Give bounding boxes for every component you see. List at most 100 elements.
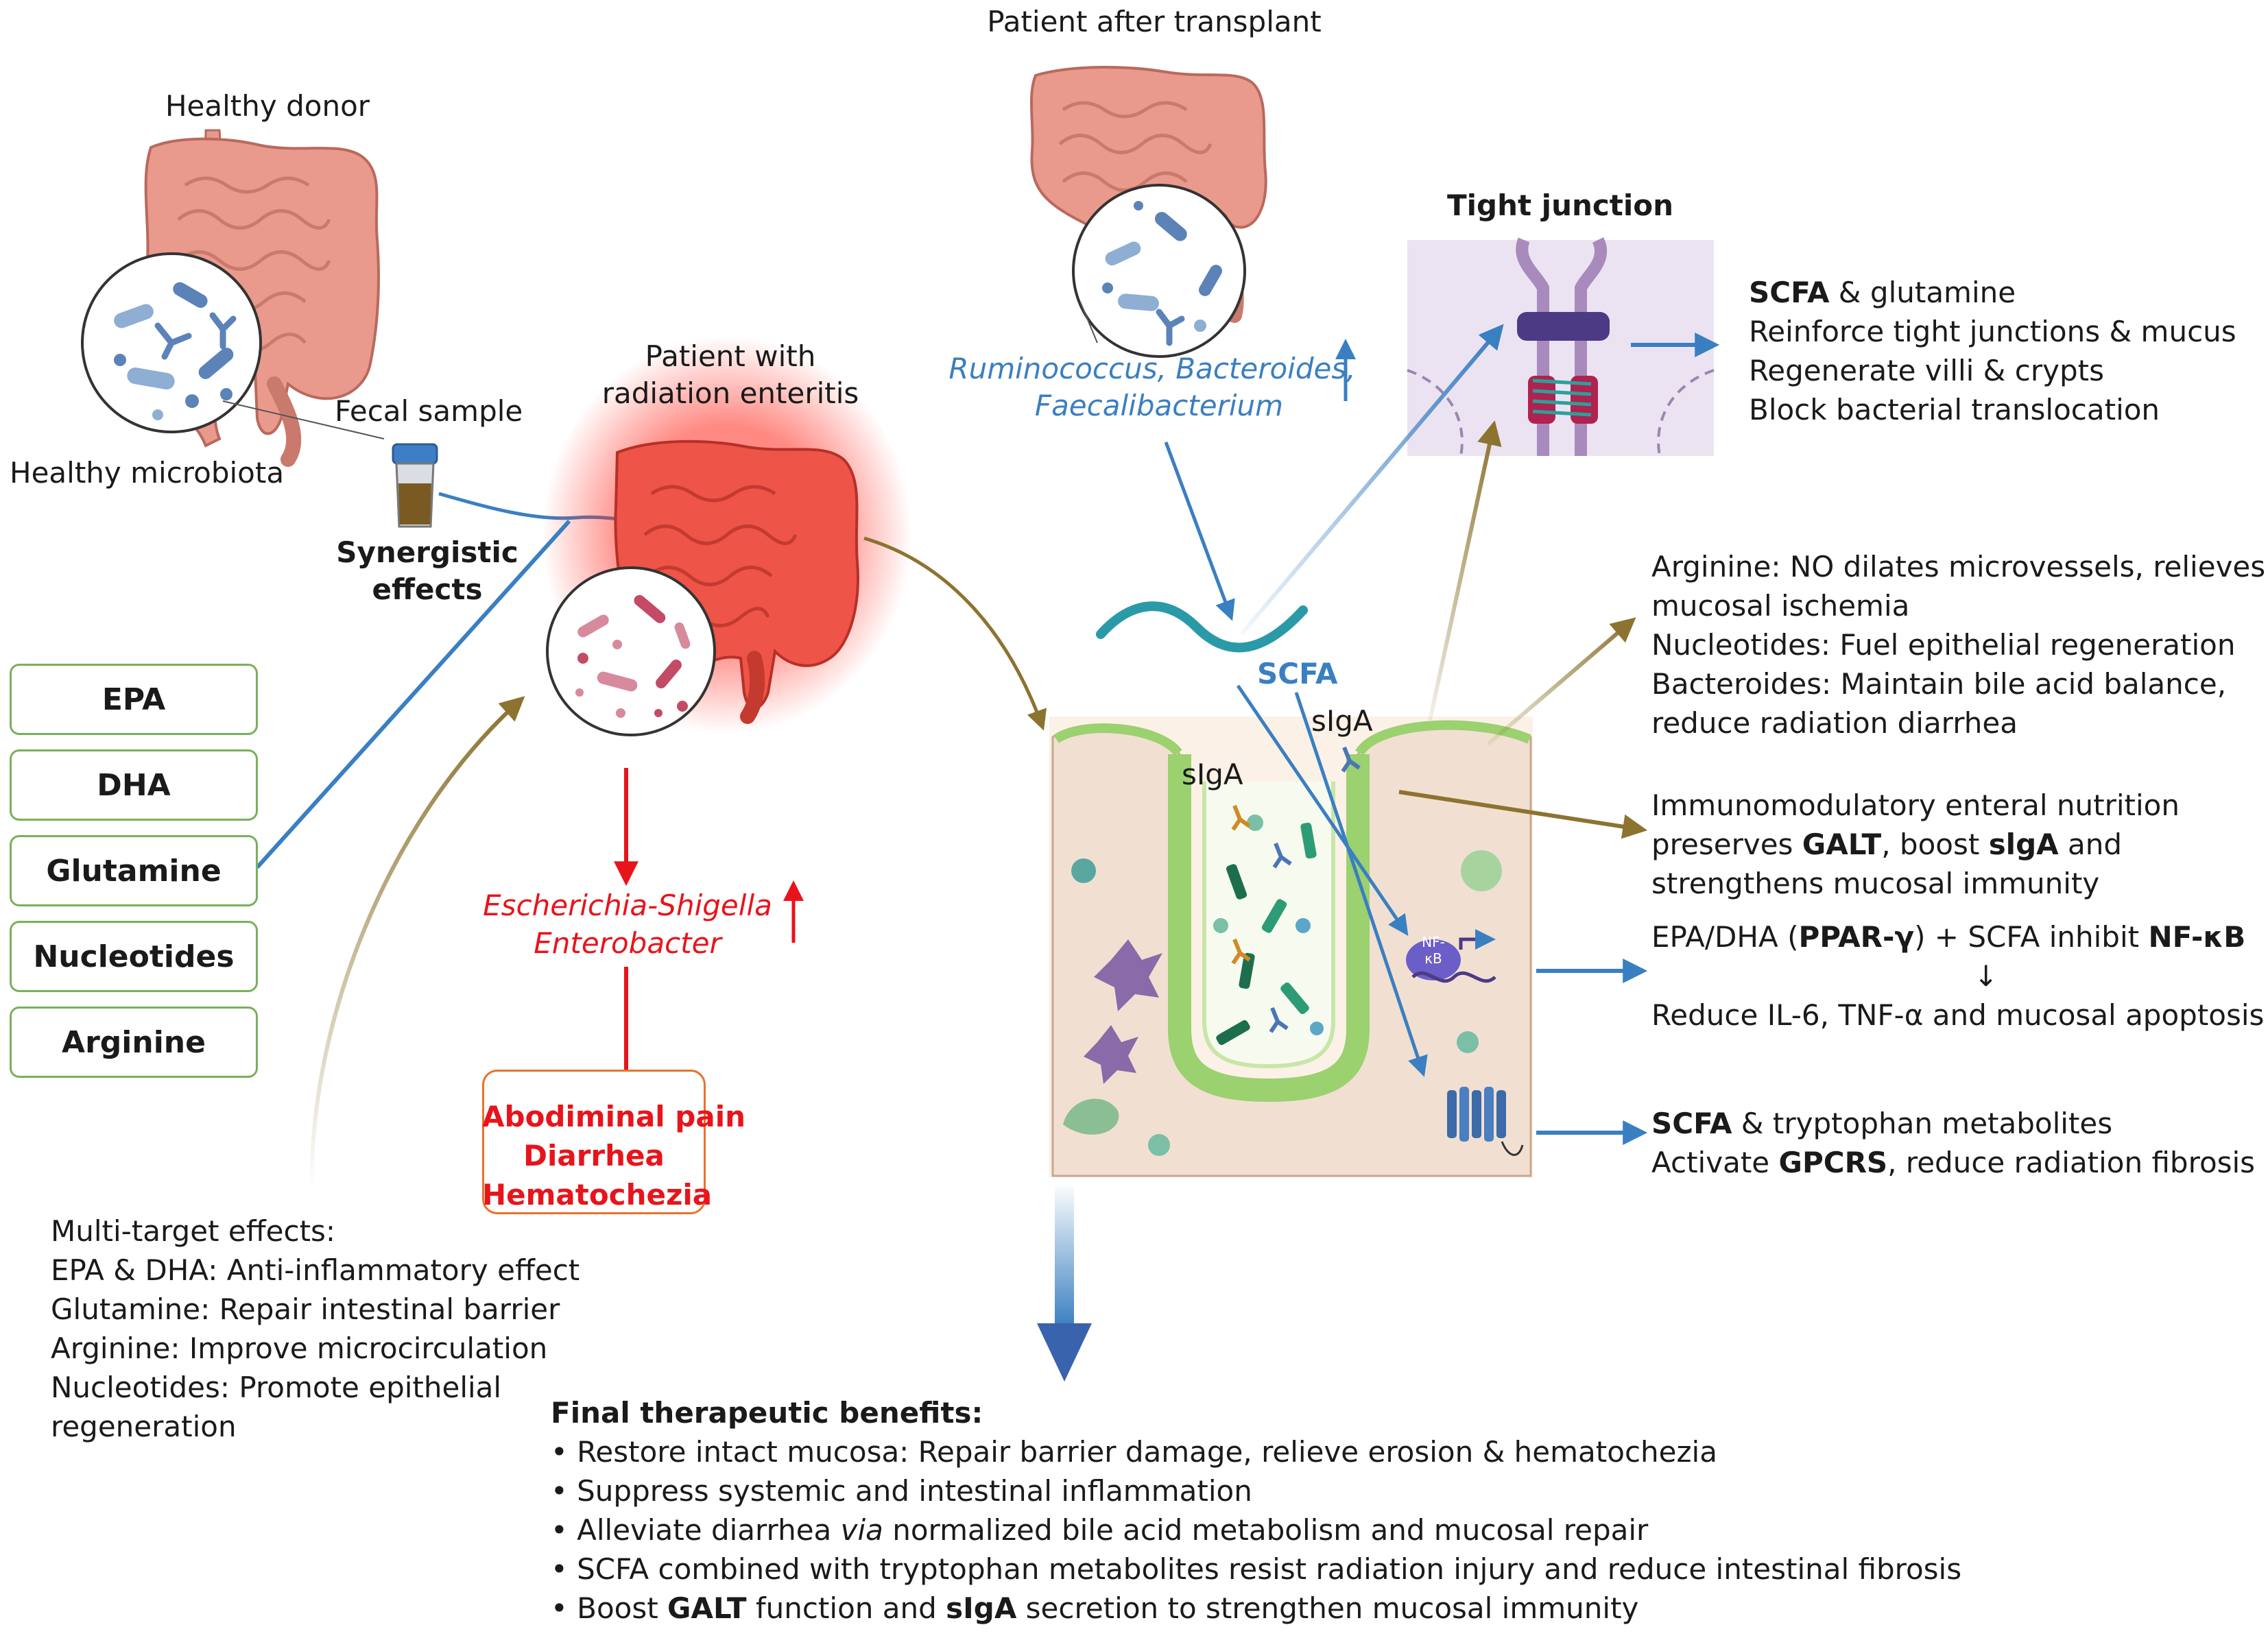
dysbiosis-microbiota-circle <box>546 566 716 736</box>
symptoms-box-border <box>482 1070 706 1214</box>
nutrient-box-glutamine: Glutamine <box>10 835 258 906</box>
fecal-sample-jar-icon <box>392 443 438 528</box>
patient-enteritis-label-2: radiation enteritis <box>601 376 859 410</box>
immuno-siga: slgA <box>1988 828 2059 861</box>
arginine-line: mucosal ischemia <box>1651 589 1910 623</box>
final-benefit-item: • SCFA combined with tryptophan metaboli… <box>551 1552 1962 1586</box>
enteritis-to-crypt-arrow <box>863 536 1047 731</box>
synergistic-label-1: Synergistic <box>336 535 518 569</box>
multi-target-line: Glutamine: Repair intestinal barrier <box>51 1292 560 1326</box>
nfkb-label-2: κB <box>1424 950 1442 967</box>
scfa-bold: SCFA <box>1749 276 1830 309</box>
multi-target-line: EPA & DHA: Anti-inflammatory effect <box>51 1253 580 1287</box>
nfkb-label-1: NF- <box>1422 934 1445 950</box>
immuno-text: preserves <box>1651 828 1802 861</box>
multi-target-line: Nucleotides: Promote epithelial <box>51 1371 502 1404</box>
scfa-to-nfkb-arrow <box>1236 684 1409 936</box>
symptom-2: Diarrhea <box>523 1139 665 1172</box>
scfa-glutamine-block: SCFA & glutamine Reinforce tight junctio… <box>1749 273 2236 429</box>
final-benefits-block: Final therapeutic benefits: • Restore in… <box>551 1393 1961 1628</box>
final-benefit-text: secretion to strengthen mucosal immunity <box>1016 1591 1639 1625</box>
nutrient-box-arginine: Arginine <box>10 1007 258 1078</box>
healthy-microbiota-label: Healthy microbiota <box>10 456 285 490</box>
epa-line-3: Reduce IL-6, TNF-α and mucosal apoptosis <box>1651 998 2265 1032</box>
scfa-wave <box>1096 601 1308 653</box>
epa-text: EPA/DHA ( <box>1651 920 1799 954</box>
arginine-block: Arginine: NO dilates microvessels, relie… <box>1651 547 2265 743</box>
synergistic-label-2: effects <box>372 573 483 606</box>
immuno-block: Immunomodulatory enteral nutrition prese… <box>1651 786 2180 903</box>
final-down-arrow-head <box>1037 1323 1092 1382</box>
multi-target-arrow <box>309 696 525 1190</box>
patient-enteritis-label-1: Patient with <box>645 339 816 373</box>
nutrients-to-patient-arrow <box>255 519 571 869</box>
epa-text: ) + SCFA inhibit <box>1914 920 2149 954</box>
nutrient-box-epa: EPA <box>10 664 258 735</box>
tight-junction-illustration <box>1407 237 1715 457</box>
scfa-line-2: Reinforce tight junctions & mucus <box>1749 315 2236 348</box>
patient-after-transplant-label: Patient after transplant <box>987 5 1322 38</box>
final-benefit-item: • Suppress systemic and intestinal infla… <box>551 1474 1252 1508</box>
siga-label-2: sIgA <box>1182 758 1243 791</box>
crypt-to-immuno-arrow <box>1398 790 1648 839</box>
symptom-3: Hematochezia <box>482 1178 713 1212</box>
scfa-label: SCFA <box>1257 657 1338 690</box>
arginine-line: Arginine: NO dilates microvessels, relie… <box>1651 550 2266 583</box>
final-benefit-text: • Alleviate diarrhea <box>551 1513 841 1547</box>
crypt-to-arginine-arrow <box>1487 617 1636 746</box>
bacteria-to-scfa-arrow <box>1164 442 1235 621</box>
gpcr-text: , reduce radiation fibrosis <box>1887 1146 2256 1179</box>
gpcr-gpcrs: GPCRS <box>1778 1146 1888 1179</box>
final-down-arrow-shaft <box>1055 1183 1074 1327</box>
healthy-donor-label: Healthy donor <box>165 89 370 123</box>
final-benefit-via: via <box>840 1513 883 1547</box>
scfa-line-3: Regenerate villi & crypts <box>1749 354 2104 387</box>
nutrient-box-dha: DHA <box>10 749 258 821</box>
symptom-1: Abodiminal pain <box>482 1100 746 1133</box>
final-benefit-text: normalized bile acid metabolism and muco… <box>883 1513 1649 1547</box>
epa-down-arrow: ↓ <box>1974 959 1998 993</box>
fecal-sample-label: Fecal sample <box>335 394 523 428</box>
immuno-line-1: Immunomodulatory enteral nutrition <box>1651 788 2180 822</box>
beneficial-bacteria-label-1: Ruminococcus, Bacteroides, <box>948 352 1356 385</box>
multi-target-line: regeneration <box>51 1410 237 1443</box>
final-benefit-item: • Restore intact mucosa: Repair barrier … <box>551 1435 1717 1469</box>
final-benefits-heading: Final therapeutic benefits: <box>551 1396 983 1430</box>
siga-label-1: sIgA <box>1311 704 1373 738</box>
harmful-bacteria-label-2: Enterobacter <box>534 926 721 960</box>
gpcr-block: SCFA & tryptophan metabolites Activate G… <box>1651 1104 2255 1182</box>
immuno-text: and <box>2058 828 2123 861</box>
arginine-line: Nucleotides: Fuel epithelial regeneratio… <box>1651 628 2236 662</box>
final-benefit-text: function and <box>746 1591 946 1625</box>
multi-target-heading: Multi-target effects: <box>51 1214 336 1248</box>
immuno-text: , boost <box>1881 828 1989 861</box>
multi-target-line: Arginine: Improve microcirculation <box>51 1332 548 1365</box>
gpcr-scfa: SCFA <box>1651 1107 1732 1140</box>
restored-microbiota-circle <box>1072 184 1246 358</box>
healthy-microbiota-circle <box>81 252 262 433</box>
epa-ppar: PPAR-γ <box>1798 920 1915 954</box>
beneficial-bacteria-label-2: Faecalibacterium <box>1034 389 1284 422</box>
scfa-rest: & glutamine <box>1829 276 2016 309</box>
multi-target-block: Multi-target effects: EPA & DHA: Anti-in… <box>51 1212 580 1446</box>
harmful-bacteria-label-1: Escherichia-Shigella <box>483 889 772 922</box>
gpcr-text: & tryptophan metabolites <box>1732 1107 2113 1140</box>
final-benefit-text: • Boost <box>551 1591 668 1625</box>
gpcr-text: Activate <box>1651 1146 1779 1179</box>
intestinal-crypt-illustration <box>1049 716 1533 1177</box>
scfa-to-junction-arrow <box>1239 324 1504 636</box>
final-benefit-galt: GALT <box>667 1591 747 1625</box>
epa-dha-block: EPA/DHA (PPAR-γ) + SCFA inhibit NF-κB ↓ … <box>1651 917 2264 1035</box>
arginine-line: Bacteroides: Maintain bile acid balance, <box>1651 667 2227 701</box>
final-benefit-siga: sIgA <box>946 1591 1017 1625</box>
scfa-line-4: Block bacterial translocation <box>1749 393 2160 426</box>
crypt-to-junction-arrow <box>1428 420 1502 721</box>
immuno-galt: GALT <box>1802 828 1882 861</box>
immuno-line-3: strengthens mucosal immunity <box>1651 867 2100 900</box>
scfa-to-gpcr-arrow <box>1294 692 1428 1077</box>
tight-junction-title: Tight junction <box>1446 189 1674 222</box>
epa-nfkb: NF-κB <box>2148 920 2246 954</box>
nutrient-box-nucleotides: Nucleotides <box>10 921 258 992</box>
